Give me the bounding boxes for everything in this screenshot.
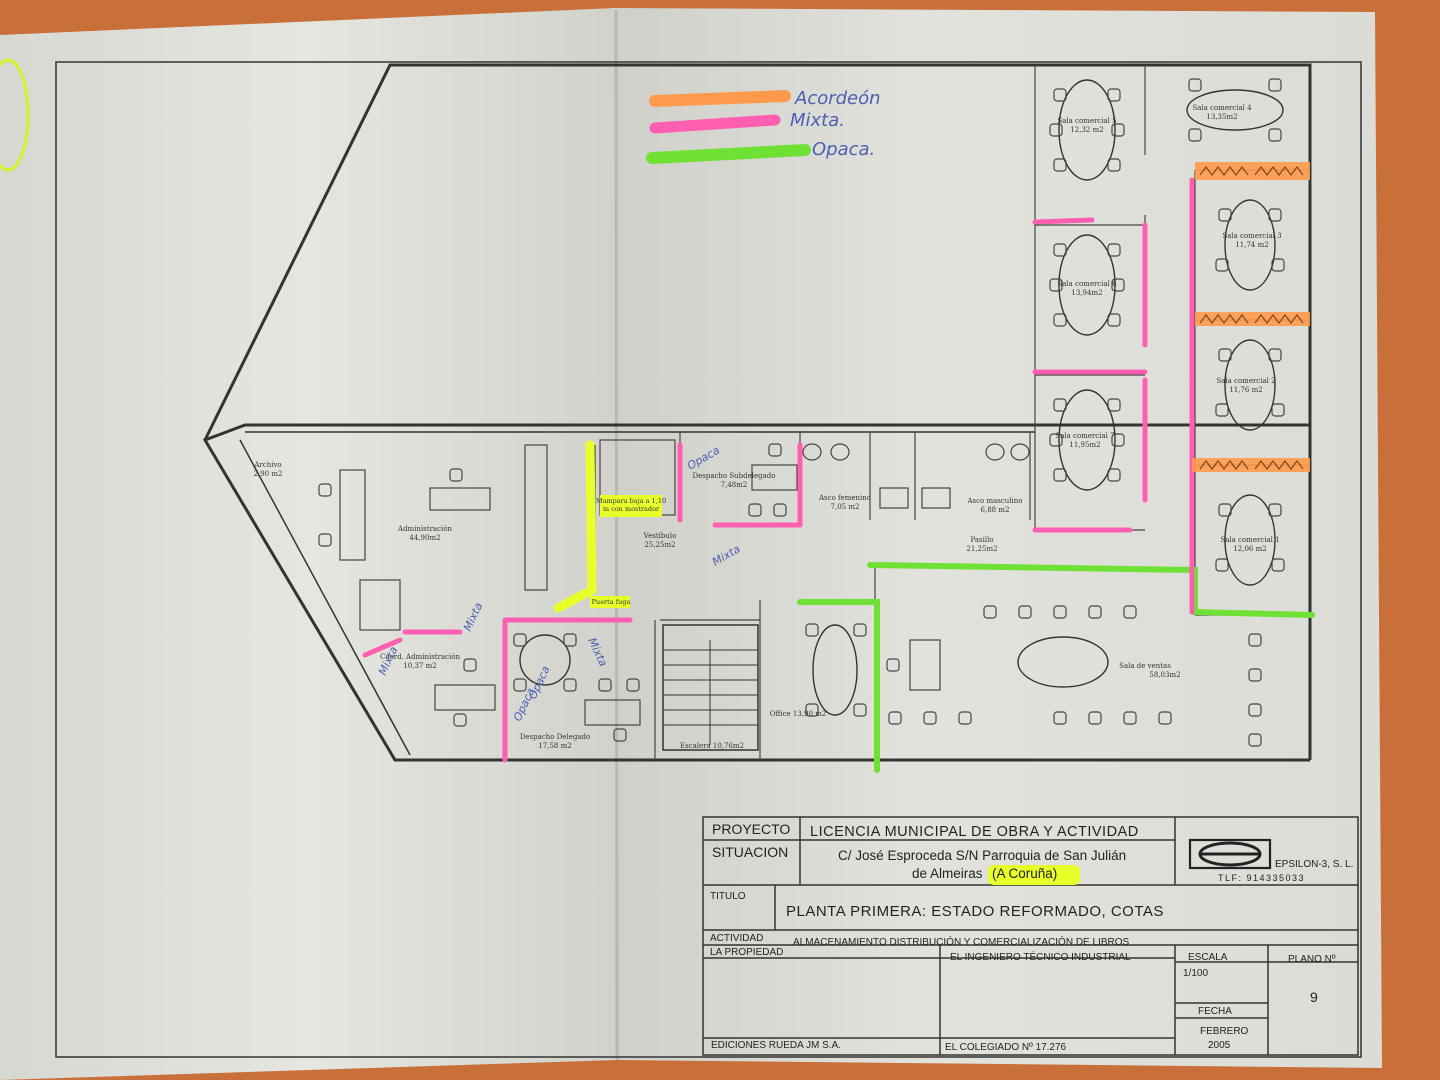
room-area: 12,06 m2 (1233, 545, 1266, 553)
colegiado: EL COLEGIADO Nº 17.276 (945, 1042, 1067, 1053)
company-name: EPSILON-3, S. L. (1275, 859, 1353, 870)
room-name: Sala comercial 2 (1216, 377, 1275, 385)
titulo-value: PLANTA PRIMERA: ESTADO REFORMADO, COTAS (786, 903, 1164, 920)
escala-value: 1/100 (1183, 968, 1208, 979)
legend: Acordeón Mixta. Opaca. (646, 88, 881, 164)
mampara-note: Mampara baja a 1,10 (596, 497, 666, 505)
plano-value: 9 (1310, 989, 1318, 1005)
room-area: 11,74 m2 (1235, 241, 1268, 249)
room-labels: Sala comercial 5 12,32 m2 Sala comercial… (253, 104, 1281, 750)
company-phone: TLF: 914335033 (1218, 873, 1305, 883)
room-name: Despacho Delegado (520, 733, 590, 741)
escala-label: ESCALA (1188, 952, 1228, 963)
room-area: 13,35m2 (1206, 113, 1237, 121)
situacion-province: (A Coruña) (992, 866, 1057, 881)
propiedad-label: LA PROPIEDAD (710, 947, 783, 958)
sanitary (802, 443, 1030, 509)
room-area: 2,90 m2 (254, 470, 283, 478)
legend-swatch-acordeon (649, 90, 791, 107)
room-name: Sala comercial 5 (1057, 117, 1116, 125)
situacion-label: SITUACION (712, 844, 788, 860)
room-name: Coord. Administración (380, 653, 461, 661)
acordeon-marks (1192, 162, 1310, 472)
room-name: Archivo (253, 461, 281, 469)
title-block-text: PROYECTO LICENCIA MUNICIPAL DE OBRA Y AC… (710, 821, 1353, 1053)
building-outline (202, 63, 1312, 762)
room-area: 25,25m2 (644, 541, 675, 549)
room-name: Office 13,90 m2 (770, 710, 827, 718)
legend-swatch-opaca (646, 144, 811, 164)
highlighter-mark (0, 58, 30, 172)
desks (339, 439, 941, 726)
situacion-line1: C/ José Esproceda S/N Parroquia de San J… (838, 848, 1126, 863)
highlight-coruna (988, 865, 1080, 885)
drawing-frame (55, 61, 1362, 1058)
proyecto-label: PROYECTO (712, 821, 790, 837)
mixta-marks (362, 177, 1195, 763)
legend-swatch-mixta (649, 114, 781, 134)
room-name: Pasillo (970, 536, 993, 544)
fecha-year: 2005 (1208, 1040, 1231, 1051)
paper-left (0, 8, 617, 1080)
plano-label: PLANO Nº (1288, 954, 1336, 965)
room-name: Sala comercial 7 (1055, 432, 1114, 440)
actividad-value: ALMACENAMIENTO DISTRIBUCIÓN Y COMERCIALI… (793, 935, 1130, 948)
room-area: 58,03m2 (1149, 671, 1180, 679)
room-name: Sala de ventas (1119, 662, 1171, 670)
situacion-line2: de Almeiras (912, 866, 983, 881)
actividad-label: ACTIVIDAD (710, 933, 763, 944)
room-name: Sala comercial 4 (1192, 104, 1252, 112)
ingeniero-label: EL INGENIERO TÉCNICO INDUSTRIAL (950, 950, 1131, 963)
opaca-marks (797, 562, 1315, 773)
room-name: Despacho Subdelegado (692, 472, 775, 480)
room-name: Asco femenino (818, 494, 871, 502)
room-area: 7,48m2 (721, 481, 748, 489)
room-area: 17,58 m2 (538, 742, 571, 750)
titulo-label: TITULO (710, 891, 746, 902)
meeting-tables (519, 79, 1284, 716)
puerta-note: Puerta fuga (592, 598, 631, 606)
fecha-label: FECHA (1198, 1006, 1232, 1017)
room-name: Asco masculino (966, 497, 1022, 505)
notes: Mampara baja a 1,10 m con mostrador Puer… (592, 497, 666, 606)
editor: EDICIONES RUEDA JM S.A. (711, 1040, 841, 1051)
room-area: 7,05 m2 (831, 503, 860, 511)
company-logo (1188, 838, 1272, 870)
room-area: 12,32 m2 (1070, 126, 1103, 134)
room-area: 44,90m2 (409, 534, 440, 542)
room-name: Sala comercial 6 (1057, 280, 1117, 288)
room-area: 21,25m2 (966, 545, 997, 553)
legend-label-acordeon: Acordeón (794, 88, 881, 109)
room-area: 11,76 m2 (1229, 386, 1262, 394)
stair (662, 624, 759, 751)
proyecto-value: LICENCIA MUNICIPAL DE OBRA Y ACTIVIDAD (810, 824, 1139, 840)
legend-label-mixta: Mixta. (790, 110, 845, 131)
room-name: Escalera 10,76m2 (680, 742, 744, 750)
room-area: 13,94m2 (1071, 289, 1102, 297)
legend-label-opaca: Opaca. (812, 139, 875, 160)
room-area: 10,37 m2 (403, 662, 436, 670)
room-name: Administración (397, 525, 452, 533)
mampara-note: m con mostrador (603, 505, 660, 513)
paper-fold (614, 9, 619, 1061)
room-name: Sala comercial 1 (1220, 536, 1279, 544)
room-name: Sala comercial 3 (1222, 232, 1281, 240)
room-name: Vestíbulo (643, 532, 677, 540)
vestibulo-highlight (553, 440, 662, 613)
room-area: 11,95m2 (1069, 441, 1100, 449)
fecha-month: FEBRERO (1200, 1026, 1249, 1037)
room-area: 6,88 m2 (981, 506, 1010, 514)
